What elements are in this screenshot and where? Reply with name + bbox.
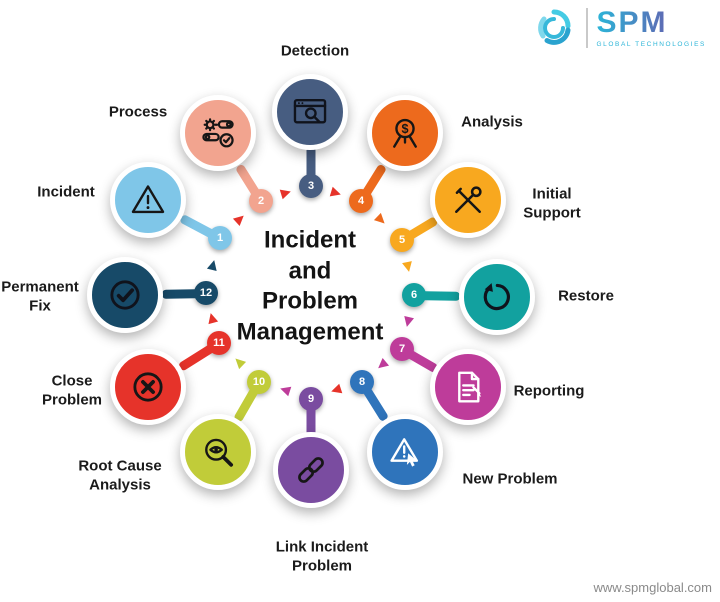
step-number-pin: 6 [402,283,461,307]
flow-arrow [374,357,390,373]
close-circle-icon [129,368,167,406]
flow-arrow [205,311,219,325]
step-number-pin: 8 [350,370,390,422]
financial-analysis-icon: $ [386,114,424,152]
step-number-pin: 3 [299,146,323,198]
step-label: Root Cause Analysis [78,457,162,493]
flow-arrow [402,261,414,273]
flow-arrow [206,258,220,272]
step-number: 1 [216,231,224,244]
step-number: 4 [357,194,365,207]
step-number: 11 [213,336,225,349]
step-number-pin: 9 [299,387,323,437]
step-number-pin: 2 [234,162,273,213]
step-circle-link-incident-problem [273,432,349,508]
step-number: 10 [252,375,266,388]
step-number-pin: 11 [177,331,231,372]
flow-arrow [402,316,414,328]
restore-arrow-icon [478,278,516,316]
logo-tagline: GLOBAL TECHNOLOGIES [596,41,706,48]
step-number: 12 [199,286,213,299]
browser-search-icon [291,93,329,131]
alert-cursor-icon [386,433,424,471]
step-circle-new-problem [367,414,443,490]
step-label: Analysis [461,113,523,131]
pin-stem [179,213,223,242]
step-label: Incident [37,183,95,201]
pin-stem [413,290,461,301]
step-number: 5 [398,233,406,246]
flow-arrow [231,354,247,370]
step-number-pin: 12 [161,281,218,305]
step-label: Link Incident Problem [275,538,369,574]
crossed-tools-icon [449,181,487,219]
step-circle-detection [272,74,348,150]
step-number-pin: 4 [349,162,388,213]
step-label: Reporting [513,382,585,400]
step-label: Restore [558,287,614,305]
flow-arrow [278,383,292,397]
step-label: Permanent Fix [1,278,79,314]
flow-arrow [279,186,293,200]
step-number: 7 [398,342,406,355]
step-label: New Problem [462,470,558,488]
step-number: 3 [307,179,315,192]
step-number: 8 [358,375,366,388]
step-circle-close-problem [110,349,186,425]
spm-logo-mark-icon [530,4,578,52]
report-document-icon [449,368,487,406]
magnifier-eye-icon [199,433,237,471]
process-settings-icon [199,114,237,152]
step-number: 2 [257,194,265,207]
step-circle-restore [459,259,535,335]
step-number: 6 [410,288,418,301]
pin-stem [399,345,439,373]
step-circle-incident [110,162,186,238]
flow-arrow [329,186,343,200]
logo-divider [586,8,589,48]
flow-arrow [232,211,248,227]
step-label: Close Problem [41,372,103,408]
flow-arrow [329,383,343,397]
step-number-pin: 7 [390,337,439,373]
step-number-pin: 10 [233,370,271,423]
diagram-title: Incident and Problem Management [236,226,384,346]
chain-link-icon [292,451,330,489]
step-circle-permanent-fix [87,257,163,333]
step-circle-reporting [430,349,506,425]
step-circle-analysis: $ [367,95,443,171]
logo-text-block: SPM GLOBAL TECHNOLOGIES [596,8,706,49]
step-label: Detection [280,42,350,60]
step-number-pin: 1 [179,213,232,250]
step-label: Process [108,103,168,121]
pin-stem [399,215,439,244]
check-circle-icon [106,276,144,314]
step-number: 9 [307,392,315,405]
step-circle-process [180,95,256,171]
step-circle-root-cause-analysis [180,414,256,490]
website-url: www.spmglobal.com [593,580,713,595]
warning-triangle-icon [129,181,167,219]
svg-text:$: $ [401,122,408,136]
logo-name: SPM [596,8,706,38]
step-circle-initial-support [430,162,506,238]
step-label: Initial Support [523,185,581,221]
spm-logo: SPM GLOBAL TECHNOLOGIES [530,4,706,52]
step-number-pin: 5 [390,215,439,252]
